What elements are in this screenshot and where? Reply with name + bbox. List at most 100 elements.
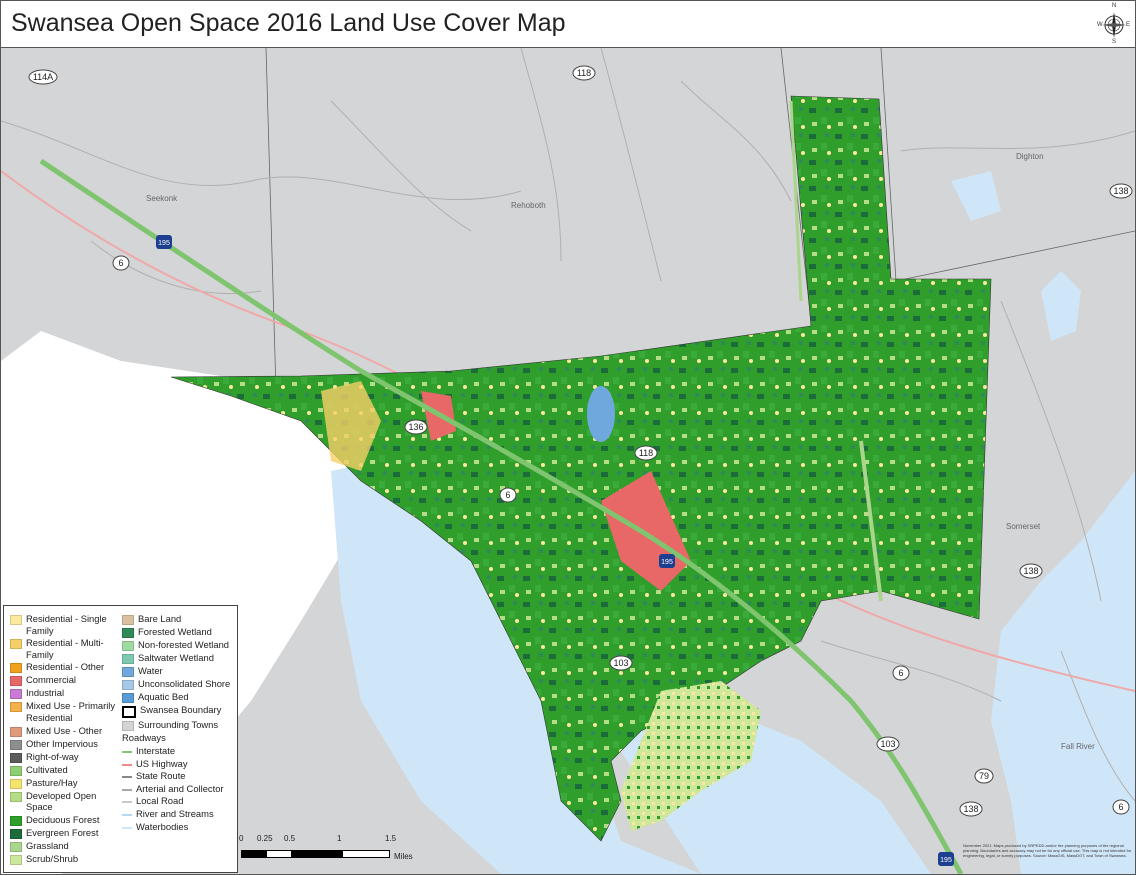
legend-swatch [10, 676, 22, 687]
legend-item: Deciduous Forest [10, 814, 120, 826]
town-label-seekonk: Seekonk [146, 194, 178, 203]
scale-tick: 1.5 [385, 834, 397, 843]
legend-swatch [10, 726, 22, 737]
route-shield: 6 [499, 487, 517, 503]
legend-swatch [122, 763, 132, 766]
town-label-fall-river: Fall River [1061, 742, 1095, 751]
scale-tick: 0.25 [257, 834, 273, 843]
legend-swatch [10, 765, 22, 776]
svg-text:6: 6 [118, 258, 123, 268]
route-shield: 6 [1112, 799, 1130, 815]
legend-item: Unconsolidated Shore [122, 678, 234, 690]
legend-item: Bare Land [122, 613, 234, 625]
legend-item: Scrub/Shrub [10, 853, 120, 865]
legend-swatch [122, 801, 132, 804]
legend-swatch [122, 751, 132, 753]
legend-label: Swansea Boundary [140, 704, 222, 715]
compass-w: W [1097, 22, 1103, 28]
legend-item: Forested Wetland [122, 626, 234, 638]
svg-text:6: 6 [505, 490, 510, 500]
legend-swatch [10, 639, 22, 650]
svg-text:136: 136 [408, 422, 423, 432]
legend-swatch [10, 854, 22, 865]
legend-swatch [122, 615, 134, 625]
scale-segment [241, 850, 267, 858]
svg-text:118: 118 [639, 448, 653, 458]
legend-label: Residential - Multi-Family [26, 637, 104, 660]
powerline-corridor [859, 440, 883, 602]
legend-item: Industrial [10, 687, 120, 700]
legend-label: Developed Open Space [26, 789, 97, 813]
legend-label: Non-forested Wetland [138, 639, 230, 650]
svg-text:103: 103 [880, 739, 895, 749]
svg-text:138: 138 [1023, 566, 1038, 576]
svg-text:6: 6 [898, 668, 903, 678]
legend-label: Arterial and Collector [136, 782, 224, 794]
scale-tick: 0 [239, 834, 244, 843]
legend-swatch [10, 702, 22, 713]
legend-swatch [122, 654, 134, 664]
lake-north [1041, 271, 1081, 341]
legend-item: Saltwater Wetland [122, 652, 234, 664]
svg-text:138: 138 [1113, 186, 1128, 196]
legend-label: Other Impervious [26, 737, 98, 749]
legend-item: Evergreen Forest [10, 827, 120, 839]
route-shield: 103 [609, 655, 633, 671]
svg-text:195: 195 [940, 857, 952, 864]
legend-label: Pasture/Hay [26, 776, 78, 788]
legend-swatch [122, 628, 134, 638]
route-shield: 138 [1109, 183, 1133, 199]
route-shield: 6 [892, 665, 910, 681]
legend-item: Mixed Use - Primarily Residential [10, 700, 120, 723]
legend-item: Cultivated [10, 764, 120, 776]
legend-item: Surrounding Towns [122, 719, 234, 731]
swansea-peninsula [621, 681, 761, 831]
legend-swatch [122, 813, 132, 816]
legend-label: Grassland [26, 839, 69, 851]
legend-roadways-title: Roadways [122, 732, 166, 743]
svg-text:114A: 114A [33, 72, 53, 82]
legend-swatch [122, 693, 134, 703]
town-label-dighton: Dighton [1016, 152, 1044, 161]
svg-text:103: 103 [613, 658, 628, 668]
disclaimer-note: November 2021. Maps produced by SRPEDD a… [963, 843, 1132, 858]
legend-label: Waterbodies [136, 820, 189, 832]
legend-swatch [10, 663, 22, 674]
legend-swatch [10, 841, 22, 852]
legend-swatch [10, 791, 22, 802]
legend-label: Surrounding Towns [138, 719, 219, 730]
legend-label: State Route [136, 770, 186, 782]
legend-swatch [122, 788, 132, 791]
legend-item: Local Road [122, 795, 234, 807]
route-shield: 114A [28, 69, 58, 85]
legend-label: Interstate [136, 745, 176, 756]
legend-item: Pasture/Hay [10, 777, 120, 789]
legend-item: Developed Open Space [10, 790, 120, 813]
north-corridor [789, 100, 803, 302]
legend-label: Forested Wetland [138, 626, 212, 637]
legend-label: Evergreen Forest [26, 826, 99, 838]
legend-swatch [122, 826, 132, 829]
legend-swatch [122, 641, 134, 651]
route-shield: 6 [112, 255, 130, 271]
route-shield: 136 [404, 419, 428, 435]
residential-west [321, 381, 381, 471]
legend-label: Residential - Other [26, 661, 105, 673]
legend-swatch [10, 752, 22, 763]
lake-dighton [951, 171, 1001, 221]
legend-label: Water [138, 665, 163, 676]
legend-swatch [10, 739, 22, 750]
legend-swatch [10, 778, 22, 789]
legend-label: Saltwater Wetland [138, 652, 214, 663]
scale-unit: Miles [394, 852, 413, 861]
interstate-shield: 195 [659, 554, 675, 568]
legend-swatch [122, 680, 134, 690]
scale-segment [266, 850, 292, 858]
legend-swatch [10, 828, 22, 839]
legend-label: Commercial [26, 674, 77, 686]
legend-label: Scrub/Shrub [26, 852, 79, 864]
